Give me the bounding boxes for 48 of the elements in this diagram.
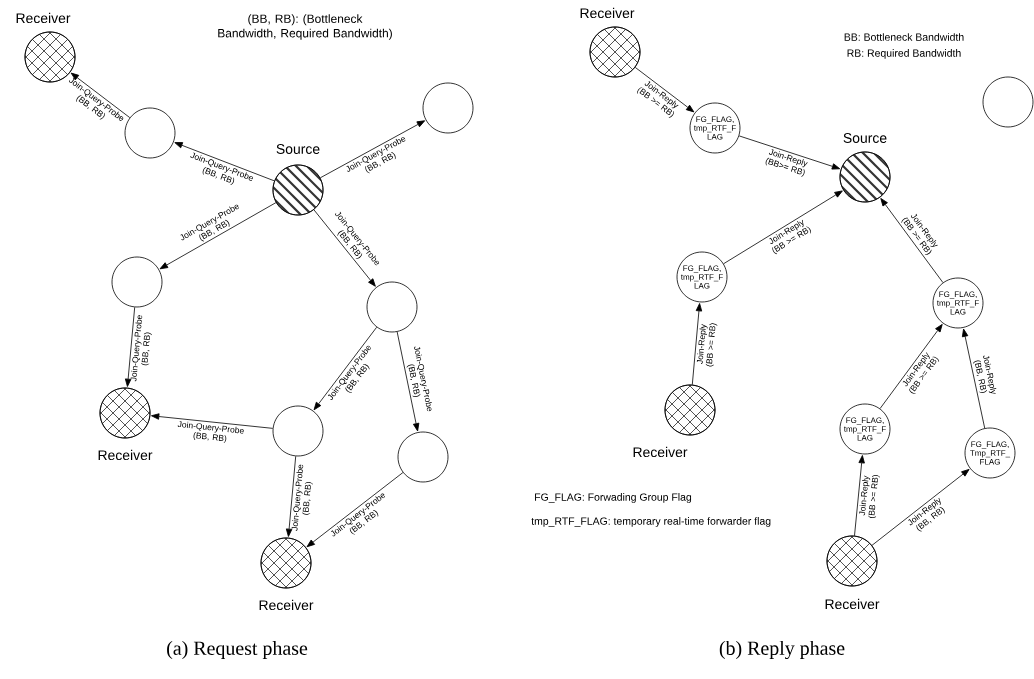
node-circle <box>272 405 324 457</box>
arrow <box>880 198 944 283</box>
edge-label: Join-Reply (BB >= RB) <box>696 323 718 367</box>
node-label: Source <box>843 133 887 143</box>
arrow <box>396 331 420 432</box>
arrow <box>879 324 943 409</box>
arrow <box>313 326 378 411</box>
arrow <box>961 328 986 429</box>
node-label: Receiver <box>825 598 880 610</box>
arrow <box>854 455 865 537</box>
arrow <box>151 413 274 429</box>
arrow <box>723 190 843 265</box>
node-circle <box>124 107 176 159</box>
node-circle <box>397 431 449 483</box>
note-text: RB: Required Bandwidth <box>847 49 961 59</box>
edge-label: Join-Reply (BB, RB) <box>973 355 997 394</box>
arrow <box>634 66 695 113</box>
note-text: (a) Request phase <box>167 640 308 659</box>
edge-label: Join-Query-Probe (BB, RB) <box>130 315 152 382</box>
note-text: tmp_RTF_FLAG: temporary real-time forwarder flag <box>531 517 771 527</box>
arrow <box>174 142 275 182</box>
arrow <box>306 472 404 548</box>
node-label: Receiver <box>16 12 71 24</box>
arrow <box>124 306 136 387</box>
arrow <box>738 135 841 170</box>
arrow <box>691 303 703 386</box>
edge-label: Join-Query-Probe (BB, RB) <box>291 464 313 531</box>
note-text: (b) Reply phase <box>719 640 845 660</box>
node-label: Receiver <box>580 7 635 19</box>
note-text: (BB, RB): (Bottleneck Bandwidth, Required Bandwidth) <box>218 14 392 40</box>
edge-label: Join-Query-Probe (BB, RB) <box>177 421 244 443</box>
node-circle <box>366 281 418 333</box>
note-text: BB: Bottleneck Bandwidth <box>844 33 964 41</box>
node-circle <box>422 82 474 134</box>
edge-label: Join-Reply (BB >= RB) <box>859 475 880 519</box>
note-text: FG_FLAG: Forwading Group Flag <box>535 493 692 503</box>
node-circle <box>982 76 1034 128</box>
node-label: Receiver <box>633 446 688 458</box>
arrow <box>70 72 131 119</box>
arrow <box>159 202 277 270</box>
node-label: Receiver <box>259 599 314 611</box>
arrow <box>285 455 297 537</box>
arrow <box>313 209 376 287</box>
node-label: Source <box>276 144 320 154</box>
arrow <box>871 469 970 546</box>
arrow <box>319 120 426 179</box>
node-circle <box>111 256 163 308</box>
node-label: Receiver <box>98 449 153 461</box>
